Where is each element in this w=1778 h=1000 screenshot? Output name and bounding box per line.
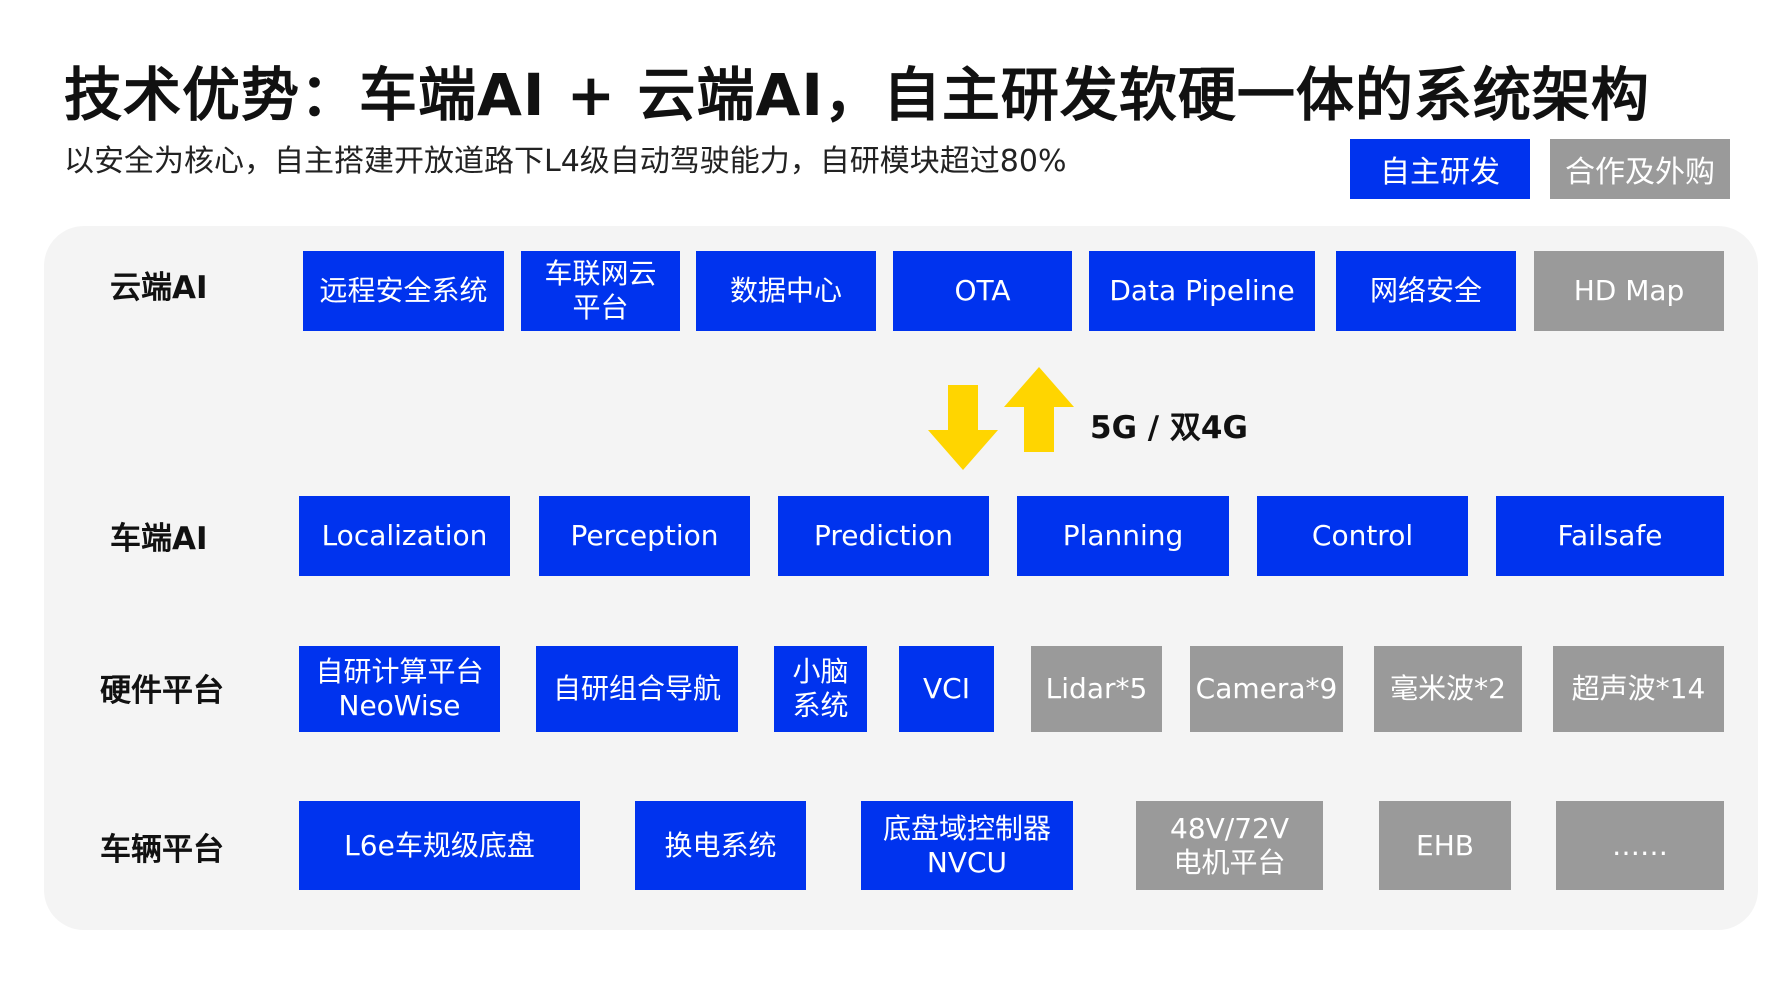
cloud-box: 数据中心 bbox=[696, 251, 876, 331]
vehicle-box: 换电系统 bbox=[635, 801, 806, 890]
vehicle-box: L6e车规级底盘 bbox=[299, 801, 580, 890]
vehicle-ai-box: Failsafe bbox=[1496, 496, 1724, 576]
legend-own: 自主研发 bbox=[1350, 139, 1530, 199]
hardware-box: 自研计算平台 NeoWise bbox=[299, 646, 500, 732]
hardware-box: Camera*9 bbox=[1190, 646, 1343, 732]
network-label: 5G / 双4G bbox=[1090, 410, 1248, 446]
hardware-box: Lidar*5 bbox=[1031, 646, 1162, 732]
vehicle-ai-box: Control bbox=[1257, 496, 1468, 576]
row-label-hardware: 硬件平台 bbox=[100, 673, 224, 709]
page-title: 技术优势：车端AI + 云端AI，自主研发软硬一体的系统架构 bbox=[64, 61, 1650, 129]
vehicle-ai-box: Prediction bbox=[778, 496, 989, 576]
vehicle-box: 48V/72V 电机平台 bbox=[1136, 801, 1323, 890]
cloud-box: HD Map bbox=[1534, 251, 1724, 331]
vehicle-ai-box: Planning bbox=[1017, 496, 1229, 576]
hardware-box: 超声波*14 bbox=[1553, 646, 1724, 732]
vehicle-ai-box: Perception bbox=[539, 496, 750, 576]
vehicle-box: …… bbox=[1556, 801, 1724, 890]
cloud-box: Data Pipeline bbox=[1089, 251, 1315, 331]
row-label-vehicle-ai: 车端AI bbox=[110, 521, 208, 557]
row-label-vehicle: 车辆平台 bbox=[100, 832, 224, 868]
vehicle-ai-box: Localization bbox=[299, 496, 510, 576]
cloud-box: OTA bbox=[893, 251, 1072, 331]
cloud-box: 网络安全 bbox=[1336, 251, 1516, 331]
row-label-cloud: 云端AI bbox=[110, 270, 208, 306]
vehicle-box: EHB bbox=[1379, 801, 1511, 890]
hardware-box: 小脑 系统 bbox=[774, 646, 867, 732]
page-subtitle: 以安全为核心，自主搭建开放道路下L4级自动驾驶能力，自研模块超过80% bbox=[64, 144, 1067, 179]
hardware-box: 毫米波*2 bbox=[1374, 646, 1522, 732]
arrow-up-icon bbox=[1004, 367, 1074, 452]
cloud-box: 远程安全系统 bbox=[303, 251, 504, 331]
hardware-box: VCI bbox=[899, 646, 994, 732]
arrow-down-icon bbox=[928, 385, 998, 470]
hardware-box: 自研组合导航 bbox=[536, 646, 738, 732]
cloud-box: 车联网云 平台 bbox=[521, 251, 680, 331]
vehicle-box: 底盘域控制器 NVCU bbox=[861, 801, 1073, 890]
legend-partner: 合作及外购 bbox=[1550, 139, 1730, 199]
